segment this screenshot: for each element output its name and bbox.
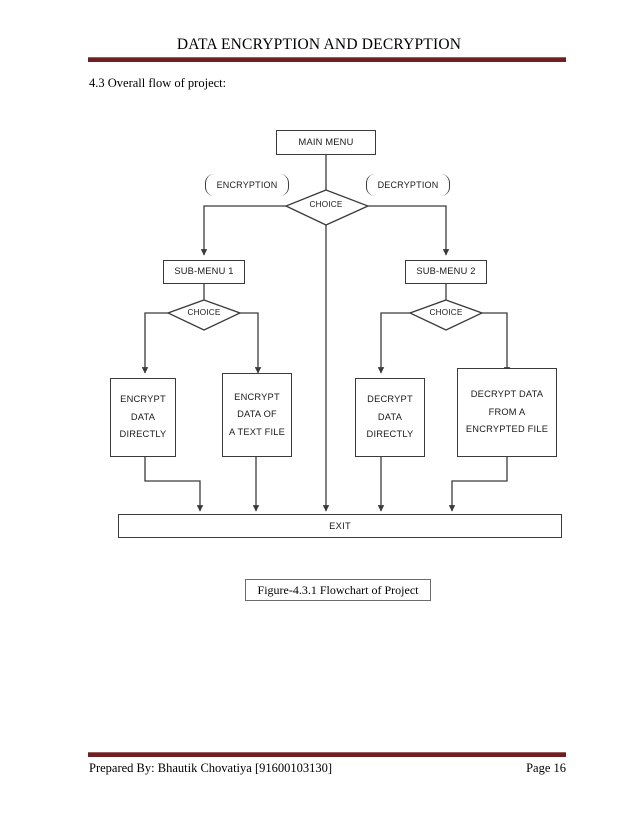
node-sub-menu-2-label: SUB-MENU 2 xyxy=(416,266,476,277)
node-leaf-3-line-2: DATA xyxy=(377,411,403,422)
figure-caption: Figure-4.3.1 Flowchart of Project xyxy=(245,579,431,601)
node-leaf-3-line-3: DIRECTLY xyxy=(366,429,414,440)
node-leaf-1-line-1: ENCRYPT xyxy=(120,394,166,405)
footer-divider-rule xyxy=(88,752,566,757)
node-leaf-4-line-1: DECRYPT DATA xyxy=(470,389,544,400)
node-encrypt-data-directly[interactable]: ENCRYPT DATA DIRECTLY xyxy=(110,378,176,457)
node-decrypt-data-from-encrypted-file[interactable]: DECRYPT DATA FROM A ENCRYPTED FILE xyxy=(457,368,557,457)
node-sub-menu-2[interactable]: SUB-MENU 2 xyxy=(405,260,487,284)
node-sub-menu-1-label: SUB-MENU 1 xyxy=(174,266,234,277)
footer-page-number: Page 16 xyxy=(526,761,566,775)
node-leaf-4-line-2: FROM A xyxy=(488,406,526,417)
branch-label-decryption: DECRYPTION xyxy=(366,174,450,196)
node-leaf-2-line-3: A TEXT FILE xyxy=(228,426,286,437)
node-leaf-1-line-3: DIRECTLY xyxy=(119,429,167,440)
node-encrypt-data-of-text-file[interactable]: ENCRYPT DATA OF A TEXT FILE xyxy=(222,373,292,457)
node-leaf-1-line-2: DATA xyxy=(130,411,156,422)
node-exit[interactable]: EXIT xyxy=(118,514,562,538)
footer-prepared-by: Prepared By: Bhautik Chovatiya [91600103… xyxy=(89,761,333,775)
section-heading: 4.3 Overall flow of project: xyxy=(89,76,227,90)
flowchart-figure: MAIN MENU CHOICE ENCRYPTION DECRYPTION S… xyxy=(0,108,638,568)
node-main-menu-label: MAIN MENU xyxy=(298,136,354,147)
node-leaf-2-line-1: ENCRYPT xyxy=(234,391,280,402)
node-sub-menu-1[interactable]: SUB-MENU 1 xyxy=(163,260,245,284)
node-main-menu[interactable]: MAIN MENU xyxy=(276,130,376,155)
node-leaf-4-line-3: ENCRYPTED FILE xyxy=(465,424,549,435)
node-exit-label: EXIT xyxy=(329,521,351,531)
document-title: DATA ENCRYPTION AND DECRYPTION xyxy=(176,36,462,53)
node-leaf-2-line-2: DATA OF xyxy=(237,409,277,420)
node-decrypt-data-directly[interactable]: DECRYPT DATA DIRECTLY xyxy=(355,378,425,457)
flowchart-connectors xyxy=(141,153,511,512)
header-divider-rule xyxy=(88,57,566,62)
branch-label-encryption: ENCRYPTION xyxy=(205,174,289,196)
page-header: DATA ENCRYPTION AND DECRYPTION xyxy=(0,0,638,70)
node-leaf-3-line-1: DECRYPT xyxy=(367,394,413,405)
